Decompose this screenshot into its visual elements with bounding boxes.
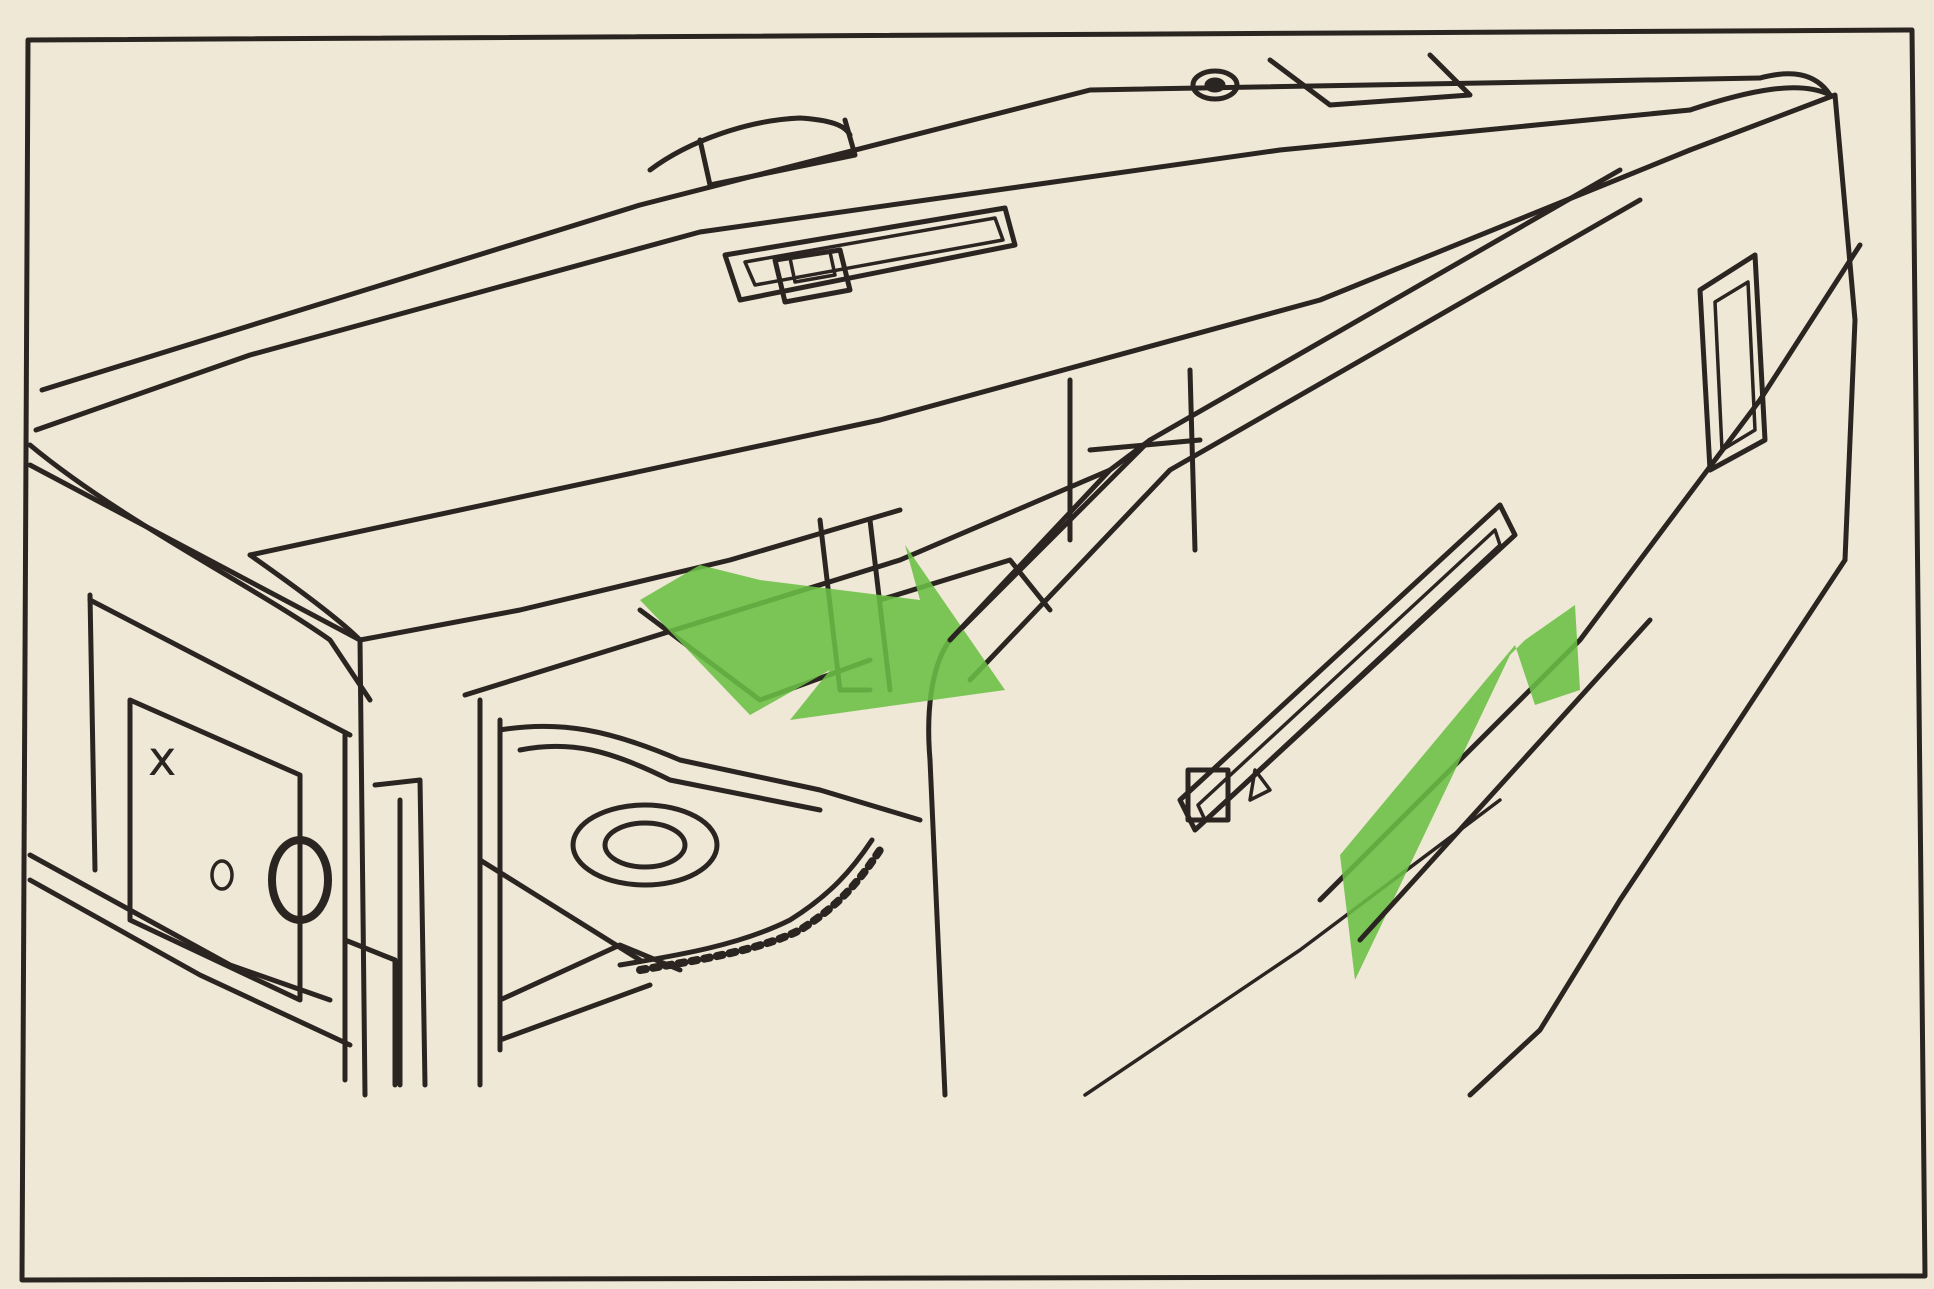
cartridge-mark-label: x [148,731,176,787]
door-latch [1185,767,1231,823]
arrow-right-icon [640,545,1005,720]
arrow-up-right-icon [1340,605,1580,980]
film-compartment [462,367,1203,1088]
lens-hinge-bump [647,115,858,188]
frame-border [19,27,1928,1283]
top-controls [1190,52,1473,108]
camera-left-face: x [27,462,428,1098]
door-slot-overlay [1357,617,1653,943]
wrist-strap-coil [617,837,884,974]
film-spool [570,802,720,888]
shutter-slider [722,205,1018,305]
cartridge-hub [268,836,332,924]
camera-top-panel [27,71,1833,703]
top-button [1190,68,1240,102]
door-edge-overlay [947,437,1153,643]
